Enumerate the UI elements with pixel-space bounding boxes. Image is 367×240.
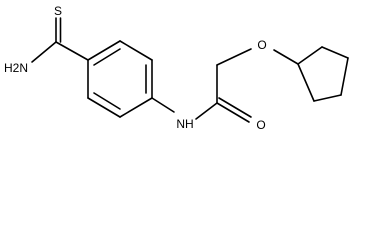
ring-bond-2 [119, 40, 153, 61]
ring-inner-bond-3 [93, 92, 121, 110]
bond-c-nh2 [31, 41, 57, 63]
cyclopentane-bond-5 [297, 63, 315, 102]
atom-label-ether-o: O [257, 38, 266, 52]
bond-ch2-ether-o [216, 48, 252, 66]
bond-c-ring [55, 41, 89, 61]
molecule-structure: S H2N NH O O [4, 4, 349, 132]
ring-bond-4 [119, 97, 153, 118]
ring-bond-5 [87, 97, 121, 118]
cyclopentane-bond-2 [321, 46, 349, 59]
atom-label-carbonyl-o: O [256, 118, 265, 132]
bond-nh-carbonyl [195, 102, 218, 120]
bond-c-o-double-b [218, 97, 252, 118]
bond-ether-o-cyclopentyl [273, 49, 299, 65]
ring-inner-bond-1 [93, 48, 121, 66]
atom-label-thione-s: S [54, 4, 62, 18]
atom-label-amide-nh: NH [176, 117, 193, 131]
bond-ring-nh [151, 97, 175, 113]
cyclopentane-bond-3 [340, 57, 349, 96]
cyclopentane-bond-4 [313, 94, 342, 102]
atom-label-amine: H2N [4, 61, 28, 75]
cyclopentane-bond-1 [297, 46, 323, 65]
ring-bond-1 [87, 40, 121, 61]
bond-c-o-double-a [216, 102, 250, 123]
